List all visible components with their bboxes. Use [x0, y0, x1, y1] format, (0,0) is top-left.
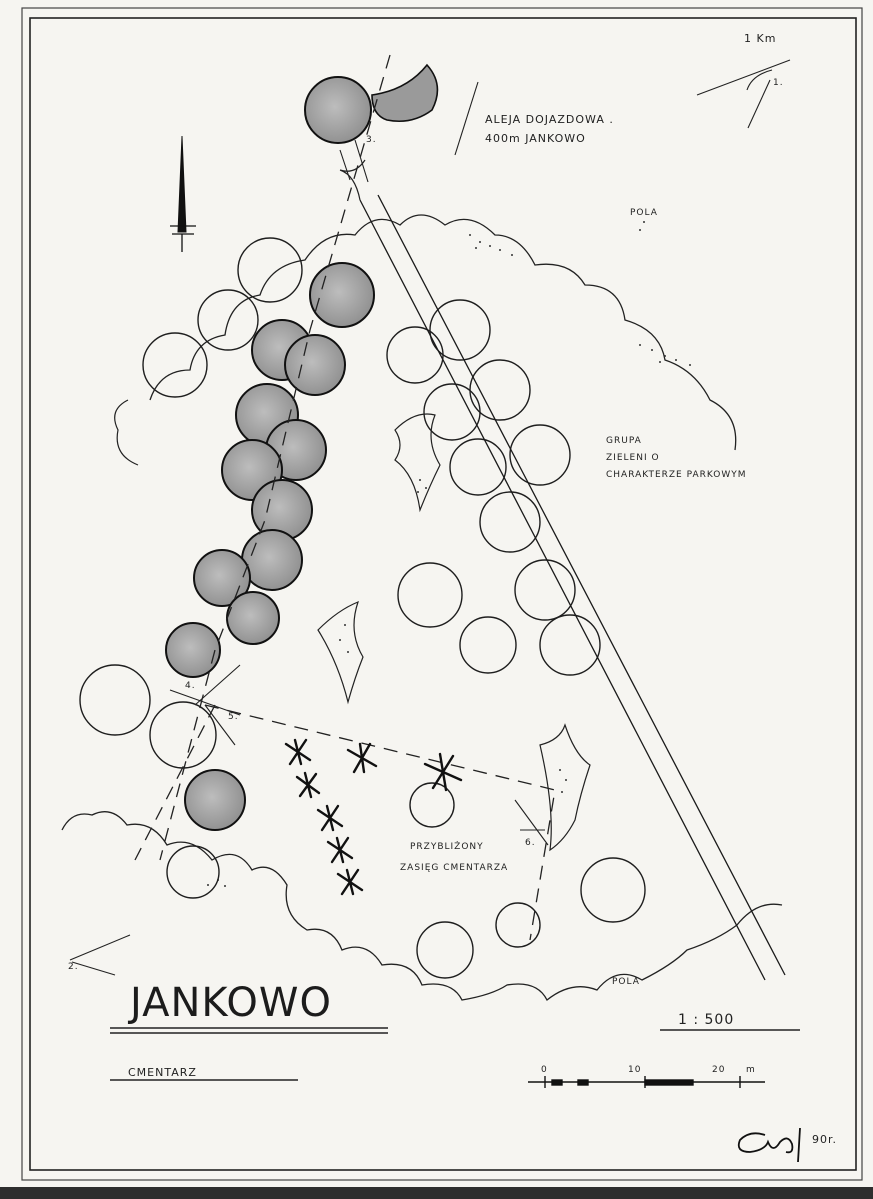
north-distance-label: 1 Km — [744, 32, 777, 45]
scale-tick-0: 0 — [541, 1065, 548, 1075]
grave-symbol — [295, 771, 321, 799]
shrubs — [317, 159, 591, 852]
viewpoint-6: 6. — [525, 838, 536, 848]
scale-tick-10: 10 — [628, 1065, 642, 1075]
grupa-label-line2: ZIELENI O — [606, 453, 660, 463]
frame-inner — [29, 17, 857, 1171]
map-subtitle: CMENTARZ — [128, 1066, 197, 1079]
canopy-outline-left — [114, 399, 139, 466]
pola-top-label: POLA — [630, 208, 658, 218]
scale-unit: m — [746, 1065, 756, 1075]
dashed-lines — [134, 54, 556, 941]
grave-symbol — [284, 738, 312, 766]
grave-symbols — [284, 738, 463, 896]
road — [359, 194, 786, 981]
map-scale: 1 : 500 — [678, 1012, 735, 1028]
grave-symbol — [326, 836, 354, 864]
north-arrow — [170, 135, 196, 252]
viewpoint-2: 2. — [68, 962, 79, 972]
view-angles — [69, 59, 791, 976]
signature-scribble — [737, 1127, 801, 1163]
scale-tick-20: 20 — [712, 1065, 726, 1075]
cmentarz-range-line2: ZASIĘG CMENTARZA — [400, 863, 509, 873]
grupa-label-line1: GRUPA — [606, 436, 642, 446]
frame-outer — [21, 7, 863, 1181]
viewpoint-5: 5. — [228, 712, 239, 722]
shaded-tree-crescent — [371, 63, 439, 123]
viewpoint-3: 3. — [366, 135, 377, 145]
scale-bar — [528, 1076, 765, 1088]
map-title: JANKOWO — [130, 980, 332, 1026]
shaded-trees — [165, 76, 375, 831]
scan-edge — [0, 1187, 873, 1199]
canopy-outline-lower — [61, 811, 783, 1002]
aleja-label-line2: 400m JANKOWO — [485, 132, 586, 145]
cmentarz-range-line1: PRZYBLIŻONY — [410, 842, 484, 852]
open-trees — [79, 237, 646, 979]
grupa-label-line3: CHARAKTERZE PARKOWYM — [606, 470, 747, 480]
title-underline — [110, 1027, 800, 1081]
stipple — [207, 221, 691, 887]
grave-symbol — [316, 804, 344, 832]
aleja-label-line1: ALEJA DOJAZDOWA . — [485, 113, 614, 126]
pola-bottom-label: POLA — [612, 977, 640, 987]
grave-symbol — [423, 752, 463, 792]
signature-date: 90r. — [812, 1133, 838, 1146]
canopy-outline-upper — [149, 214, 737, 451]
grave-symbol — [346, 742, 378, 774]
viewpoint-4: 4. — [185, 681, 196, 691]
grave-symbol — [336, 868, 364, 896]
viewpoint-1: 1. — [773, 78, 784, 88]
